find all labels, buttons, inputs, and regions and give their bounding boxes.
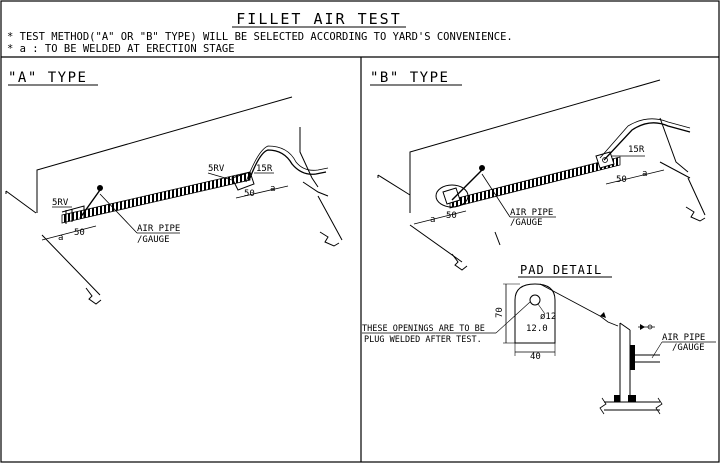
base-line-b bbox=[494, 231, 501, 246]
section-break-left bbox=[599, 397, 607, 415]
note-test-method: * TEST METHOD("A" OR "B" TYPE) WILL BE S… bbox=[7, 31, 513, 43]
label-15r-b: 15R bbox=[628, 145, 645, 155]
pad-right-b bbox=[595, 151, 615, 169]
break-line-left-a bbox=[85, 287, 102, 305]
break-line-right-a bbox=[319, 231, 340, 247]
pad-circle-left-b bbox=[435, 184, 469, 208]
section-arrow-tip bbox=[640, 324, 645, 330]
air-hose-outline-a bbox=[245, 145, 329, 183]
pad-thickness: 12.0 bbox=[526, 324, 548, 334]
vertical-plate-a bbox=[36, 96, 319, 213]
end-fitting-right-a bbox=[231, 171, 255, 191]
label-air-pipe-b: AIR PIPE bbox=[510, 208, 553, 218]
panel-b-type: "B" TYPE 15R AIR PIPE /GAUGE a 50 bbox=[370, 70, 706, 271]
pad-left-b bbox=[442, 187, 461, 205]
leader-openings bbox=[495, 301, 531, 334]
dim-height: 70 bbox=[495, 307, 505, 318]
openings-note-line-1: THESE OPENINGS ARE TO BE bbox=[362, 324, 485, 334]
base-plate-edge-a bbox=[41, 195, 343, 296]
pressure-gauge-a bbox=[97, 185, 103, 191]
dim-hole: ø12 bbox=[540, 312, 556, 322]
pressure-gauge-b bbox=[479, 165, 485, 171]
label-air-pipe-section: AIR PIPE bbox=[662, 333, 705, 343]
section-break-right bbox=[655, 397, 663, 415]
leader-air-pipe-section bbox=[651, 341, 663, 359]
leader-air-pipe-b bbox=[481, 173, 511, 218]
dim-50-right-a: 50 bbox=[244, 189, 255, 199]
section-pad-fillet bbox=[630, 345, 635, 370]
end-fitting-left-a bbox=[61, 205, 85, 224]
note-erection-stage: * a : TO BE WELDED AT ERECTION STAGE bbox=[7, 43, 235, 55]
pad-plate-outline bbox=[514, 283, 556, 344]
header: FILLET AIR TEST * TEST METHOD("A" OR "B"… bbox=[7, 10, 513, 55]
dim-width: 40 bbox=[530, 352, 541, 362]
label-gauge-a: /GAUGE bbox=[137, 235, 170, 245]
dim-a-right-a: a bbox=[270, 184, 275, 194]
section-fillet-weld bbox=[628, 395, 636, 402]
vertical-plate-b bbox=[409, 79, 689, 213]
panel-b-title: "B" TYPE bbox=[370, 70, 449, 86]
dim-a-left-b: a bbox=[430, 215, 435, 225]
pad-section-arrowhead bbox=[600, 312, 606, 318]
leader-5rv-right bbox=[207, 172, 233, 181]
air-pipe-vertical-a bbox=[79, 189, 101, 219]
pad-section-arrow bbox=[539, 283, 619, 327]
dim-a-right-b: a bbox=[642, 169, 647, 179]
air-pipe-vertical-b bbox=[451, 169, 483, 201]
dim-line-left-b bbox=[413, 210, 467, 225]
pad-hole-right-b bbox=[602, 157, 608, 163]
panel-a-type: "A" TYPE 5RV 5RV 15R AIR PIPE /GAUGE a bbox=[5, 70, 343, 305]
base-plate-b bbox=[377, 161, 691, 196]
drawing-title: FILLET AIR TEST bbox=[236, 10, 401, 28]
dim-50-left-b: 50 bbox=[446, 211, 457, 221]
dim-line-right-a bbox=[235, 185, 289, 199]
openings-note-line-2: PLUG WELDED AFTER TEST. bbox=[364, 335, 482, 345]
pad-detail-title: PAD DETAIL bbox=[520, 263, 602, 277]
base-plate-a bbox=[5, 181, 329, 214]
dim-50-left-a: 50 bbox=[74, 228, 85, 238]
panel-a-title: "A" TYPE bbox=[8, 70, 87, 86]
label-gauge-section: /GAUGE bbox=[672, 343, 705, 353]
leader-air-pipe-a bbox=[99, 193, 138, 234]
dim-a-left-a: a bbox=[58, 233, 63, 243]
air-hose-outline-b bbox=[599, 118, 691, 159]
dim-line-right-b bbox=[605, 169, 665, 185]
label-15r-a: 15R bbox=[256, 164, 273, 174]
leader-hole bbox=[537, 303, 546, 315]
dim-line-left-a bbox=[41, 225, 97, 241]
air-hose-a bbox=[249, 149, 327, 179]
break-line-left-b bbox=[451, 253, 468, 271]
break-line-right-b bbox=[685, 206, 706, 222]
label-gauge-b: /GAUGE bbox=[510, 218, 543, 228]
air-hose-b bbox=[603, 122, 691, 161]
fillet-weld-b bbox=[449, 156, 621, 209]
fillet-weld-a bbox=[61, 171, 251, 224]
pad-detail: PAD DETAIL 12.0 70 40 ø12 THESE OPENINGS… bbox=[362, 263, 716, 415]
label-air-pipe-a: AIR PIPE bbox=[137, 224, 180, 234]
section-vertical-plate bbox=[619, 322, 631, 402]
dim-50-right-b: 50 bbox=[616, 175, 627, 185]
section-fillet-weld-left bbox=[614, 395, 620, 402]
section-marker bbox=[647, 324, 653, 330]
pad-plate-hole bbox=[529, 294, 541, 306]
label-5rv-right: 5RV bbox=[208, 164, 225, 174]
label-5rv-left: 5RV bbox=[52, 198, 69, 208]
